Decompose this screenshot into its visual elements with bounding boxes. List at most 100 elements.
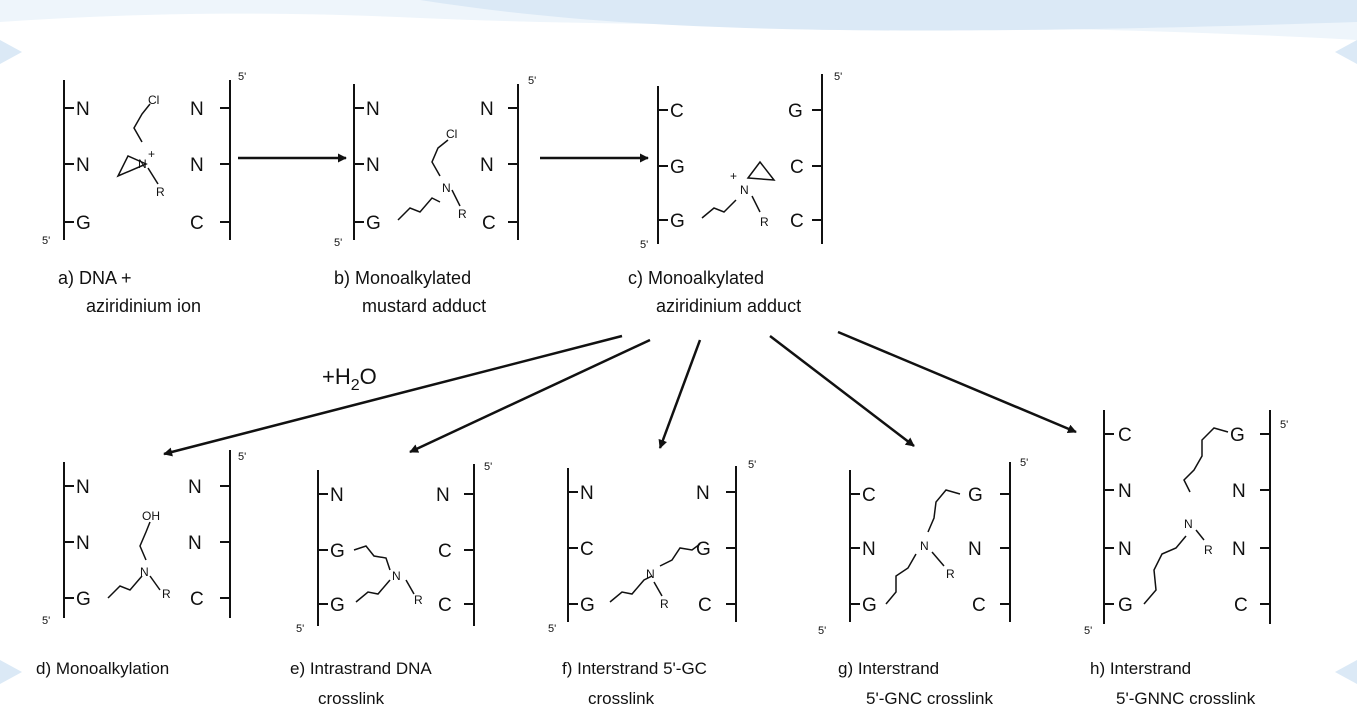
panel-b-labels: N N G N N C Cl N R 5' 5' b) Monoalkylate… [334, 75, 536, 316]
panel-f-5prime-top: 5' [748, 459, 756, 471]
panel-f-chem-r: R [660, 597, 669, 611]
panel-d-left-base-2: N [76, 533, 90, 554]
panel-h-5prime-bottom: 5' [1084, 625, 1092, 637]
panel-c-5prime-top: 5' [834, 71, 842, 83]
panel-g-5prime-top: 5' [1020, 457, 1028, 469]
panel-f-right-base-2: G [696, 539, 711, 560]
panel-f-left-base-3: G [580, 595, 595, 616]
panel-b-caption-2: mustard adduct [362, 296, 486, 316]
panel-e-caption-2: crosslink [318, 689, 385, 708]
panel-b-chem-n: N [442, 181, 451, 195]
arrow-c-to-g [769, 335, 915, 447]
arrow-c-to-h [837, 330, 1077, 434]
panel-a-chem-plus: + [148, 147, 155, 161]
panel-e-right-base-1: N [436, 485, 450, 506]
panel-g-right-base-2: N [968, 539, 982, 560]
panel-g-caption-1: g) Interstrand [838, 659, 939, 678]
panel-g-right-base-3: C [972, 595, 986, 616]
panel-h-caption-1: h) Interstrand [1090, 659, 1191, 678]
panel-h-labels: C N N G G N N C N R 5' 5' h) Interstrand… [1084, 419, 1288, 708]
panel-f-caption-2: crosslink [588, 689, 655, 708]
panel-h-chem-r: R [1204, 543, 1213, 557]
panel-e-caption-1: e) Intrastrand DNA [290, 659, 432, 678]
reaction-arrows [163, 153, 1077, 457]
panel-c-labels: C G G G C C + N R 5' 5' c) Monoalkylated… [628, 71, 842, 316]
panel-b-left-base-2: N [366, 155, 380, 176]
panel-e-left-base-3: G [330, 595, 345, 616]
panel-e-chem-r: R [414, 593, 423, 607]
panel-c [657, 74, 823, 244]
panel-b-right-base-1: N [480, 99, 494, 120]
panel-b-right-base-2: N [480, 155, 494, 176]
panel-c-left-base-2: G [670, 157, 685, 178]
panel-f-caption-1: f) Interstrand 5'-GC [562, 659, 707, 678]
panel-g-left-base-1: C [862, 485, 876, 506]
panel-c-left-base-1: C [670, 101, 684, 122]
panel-g-5prime-bottom: 5' [818, 625, 826, 637]
panel-d-left-base-3: G [76, 589, 91, 610]
arrow-c-to-d [163, 334, 623, 457]
panel-c-chem-r: R [760, 215, 769, 229]
panel-h-left-base-2: N [1118, 481, 1132, 502]
panel-a-left-base-1: N [76, 99, 90, 120]
panel-b-5prime-top: 5' [528, 75, 536, 87]
panel-f-right-base-1: N [696, 483, 710, 504]
panel-g-right-base-1: G [968, 485, 983, 506]
panel-e-labels: N G G N C C N R 5' 5' e) Intrastrand DNA… [290, 461, 492, 708]
panel-g-chem-n: N [920, 539, 929, 553]
panel-g [849, 462, 1011, 622]
panel-h-left-base-1: C [1118, 425, 1132, 446]
arrow-c-to-e [409, 338, 651, 454]
panel-a-left-base-2: N [76, 155, 90, 176]
panel-e-right-base-2: C [438, 541, 452, 562]
panel-a-right-base-1: N [190, 99, 204, 120]
panel-c-chem-plus: + [730, 169, 737, 183]
panel-f-left-base-2: C [580, 539, 594, 560]
panel-e-chem-n: N [392, 569, 401, 583]
panel-a-chem-r: R [156, 185, 165, 199]
panel-a-left-base-3: G [76, 213, 91, 234]
panel-e [317, 464, 475, 626]
panel-c-5prime-bottom: 5' [640, 239, 648, 251]
panel-b-chem-r: R [458, 207, 467, 221]
panel-h-chem-n: N [1184, 517, 1193, 531]
panel-h-caption-2: 5'-GNNC crosslink [1116, 689, 1256, 708]
panel-h-left-base-4: G [1118, 595, 1133, 616]
panel-a-labels: N N G N N C Cl N + R 5' 5' a) DNA + azir… [42, 71, 246, 316]
panel-b-right-base-3: C [482, 213, 496, 234]
panel-f-5prime-bottom: 5' [548, 623, 556, 635]
panel-d-5prime-top: 5' [238, 451, 246, 463]
panel-h-right-base-2: N [1232, 481, 1246, 502]
panel-h [1103, 410, 1271, 624]
panel-b-5prime-bottom: 5' [334, 237, 342, 249]
panel-d-5prime-bottom: 5' [42, 615, 50, 627]
water-label: +H2O [322, 364, 377, 394]
panel-d-caption-1: d) Monoalkylation [36, 659, 169, 678]
panel-d-left-base-1: N [76, 477, 90, 498]
panel-f [567, 466, 737, 622]
panel-d-right-base-2: N [188, 533, 202, 554]
panel-d-chem-r: R [162, 587, 171, 601]
panel-g-caption-2: 5'-GNC crosslink [866, 689, 993, 708]
panel-a-right-base-2: N [190, 155, 204, 176]
panel-a-right-base-3: C [190, 213, 204, 234]
panel-d-right-base-1: N [188, 477, 202, 498]
panel-b-caption-1: b) Monoalkylated [334, 268, 471, 288]
panel-e-5prime-top: 5' [484, 461, 492, 473]
panel-f-left-base-1: N [580, 483, 594, 504]
panel-e-right-base-3: C [438, 595, 452, 616]
panel-b [353, 84, 519, 240]
panel-h-right-base-4: C [1234, 595, 1248, 616]
panel-e-left-base-2: G [330, 541, 345, 562]
panel-h-right-base-3: N [1232, 539, 1246, 560]
panel-h-5prime-top: 5' [1280, 419, 1288, 431]
panel-c-caption-2: aziridinium adduct [656, 296, 801, 316]
panel-c-right-base-3: C [790, 211, 804, 232]
panel-a-chem-n: N [138, 157, 147, 171]
arrow-c-to-f [658, 339, 702, 449]
panel-c-chem-n: N [740, 183, 749, 197]
panel-g-chem-r: R [946, 567, 955, 581]
